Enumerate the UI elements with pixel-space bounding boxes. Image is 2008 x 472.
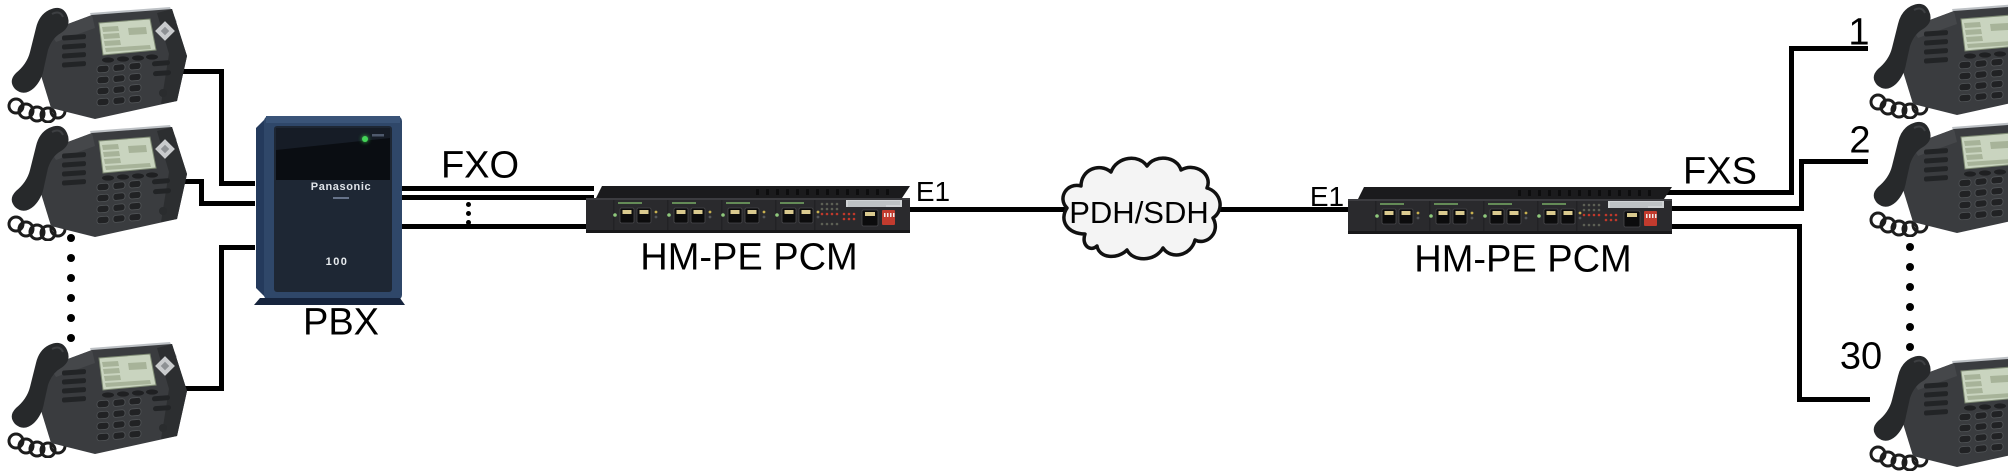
pcm-label-right: HM-PE PCM (1414, 238, 1632, 281)
connection-wire (199, 179, 204, 206)
phone-number-30: 30 (1839, 335, 1883, 378)
pbx-label: PBX (302, 301, 380, 344)
connection-wire (219, 181, 255, 186)
pbx-brand-text: Panasonic (310, 181, 372, 193)
fxs-wire (1660, 224, 1802, 229)
pcm-unit-right (1348, 185, 1672, 235)
fxo-label: FXO (440, 144, 520, 187)
connection-wire (178, 69, 224, 74)
fxo-wire (402, 224, 594, 229)
connection-wire (219, 245, 224, 391)
fxs-wire (1797, 397, 1870, 402)
fxs-label: FXS (1683, 150, 1757, 193)
left-phone-2 (0, 116, 190, 241)
fxs-wire (1799, 159, 1804, 211)
ellipsis-dots-right-phones (1906, 237, 1914, 357)
fxs-wire (1789, 46, 1868, 51)
connection-wire (219, 69, 224, 186)
ellipsis-dots-fxo-lines (466, 200, 471, 227)
pbx-model-line (333, 197, 349, 199)
left-phone-3 (0, 333, 190, 458)
fxo-wire (402, 186, 594, 191)
fxs-wire (1660, 206, 1804, 211)
right-phone-2 (1862, 112, 2008, 237)
e1-wire-right (1205, 207, 1355, 212)
ellipsis-dots-left-phones (67, 228, 75, 348)
left-phone-1 (0, 0, 190, 123)
connection-wire (219, 245, 255, 250)
e1-label-right: E1 (1309, 181, 1345, 212)
pbx-power-led (362, 136, 368, 142)
fxo-wire (402, 195, 594, 200)
pcm-label-left: HM-PE PCM (640, 236, 858, 279)
e1-label-left: E1 (915, 176, 951, 207)
fxs-wire (1660, 190, 1794, 195)
e1-wire-left (900, 207, 1075, 212)
right-phone-1 (1862, 0, 2008, 119)
phone-number-1: 1 (1848, 11, 1870, 54)
fxs-wire (1797, 224, 1802, 402)
fxs-wire (1799, 159, 1868, 164)
phone-number-2: 2 (1849, 119, 1871, 162)
cloud-label: PDH/SDH (1069, 195, 1209, 230)
connection-wire (178, 386, 224, 391)
pbx-badge-text: 100 (325, 256, 349, 268)
right-phone-30 (1862, 346, 2008, 471)
connection-wire (199, 201, 255, 206)
pbx-unit (250, 112, 408, 306)
connection-wire (178, 179, 204, 184)
pcm-unit-left (586, 184, 910, 234)
fxs-wire (1789, 46, 1794, 195)
